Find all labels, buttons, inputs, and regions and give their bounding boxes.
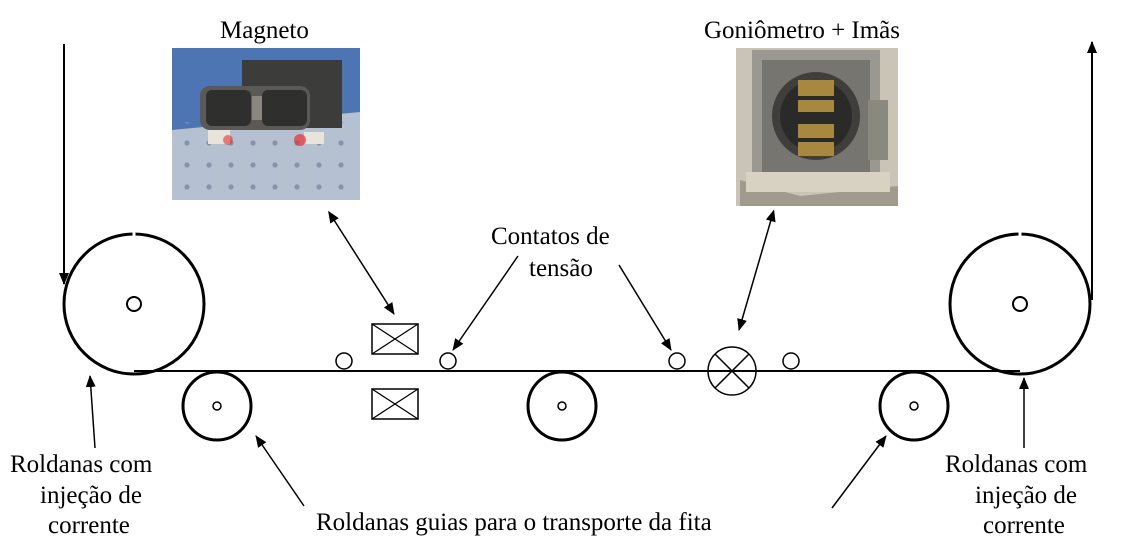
magneto-label: Magneto — [220, 17, 309, 44]
roldanas-injecao-left-line1: Roldanas com — [10, 451, 153, 478]
injecao-left-arrow — [85, 375, 96, 449]
magneto-link-arrow — [328, 210, 395, 315]
contatos-arrow-left — [452, 255, 519, 351]
current-injection-pulley-right — [948, 232, 1092, 376]
roldanas-injecao-right-line3: corrente — [983, 512, 1065, 539]
magnet-coil-top — [371, 323, 419, 355]
current-injection-pulley-left — [62, 232, 206, 376]
guias-arrow-right — [831, 435, 887, 509]
roldanas-injecao-left-line2: injeção de — [40, 482, 142, 509]
roldanas-injecao-right-line1: Roldanas com — [945, 451, 1088, 478]
guide-pulley-3 — [878, 370, 950, 442]
contatos-arrow-right — [618, 264, 672, 351]
magnet-coil-bottom — [371, 388, 419, 420]
magneto-photo — [172, 48, 360, 200]
roldanas-injecao-right-line2: injeção de — [975, 482, 1077, 509]
goniometro-link-arrow — [737, 209, 776, 331]
guide-pulley-1 — [181, 370, 253, 442]
voltage-contact — [668, 352, 686, 370]
goniometro-photo — [736, 48, 898, 206]
contatos-label-line2: tensão — [529, 255, 593, 282]
goniometro-label: Goniômetro + Imãs — [704, 17, 900, 44]
voltage-contact — [782, 352, 800, 370]
voltage-contact — [335, 352, 353, 370]
roldanas-injecao-left-line3: corrente — [48, 512, 130, 539]
guide-pulley-2 — [526, 370, 598, 442]
roldanas-guias-label: Roldanas guias para o transporte da fita — [316, 509, 712, 536]
goniometer-symbol — [707, 346, 757, 396]
contatos-label-line1: Contatos de — [491, 223, 610, 250]
voltage-contact — [439, 352, 457, 370]
guias-arrow-left — [255, 435, 305, 507]
